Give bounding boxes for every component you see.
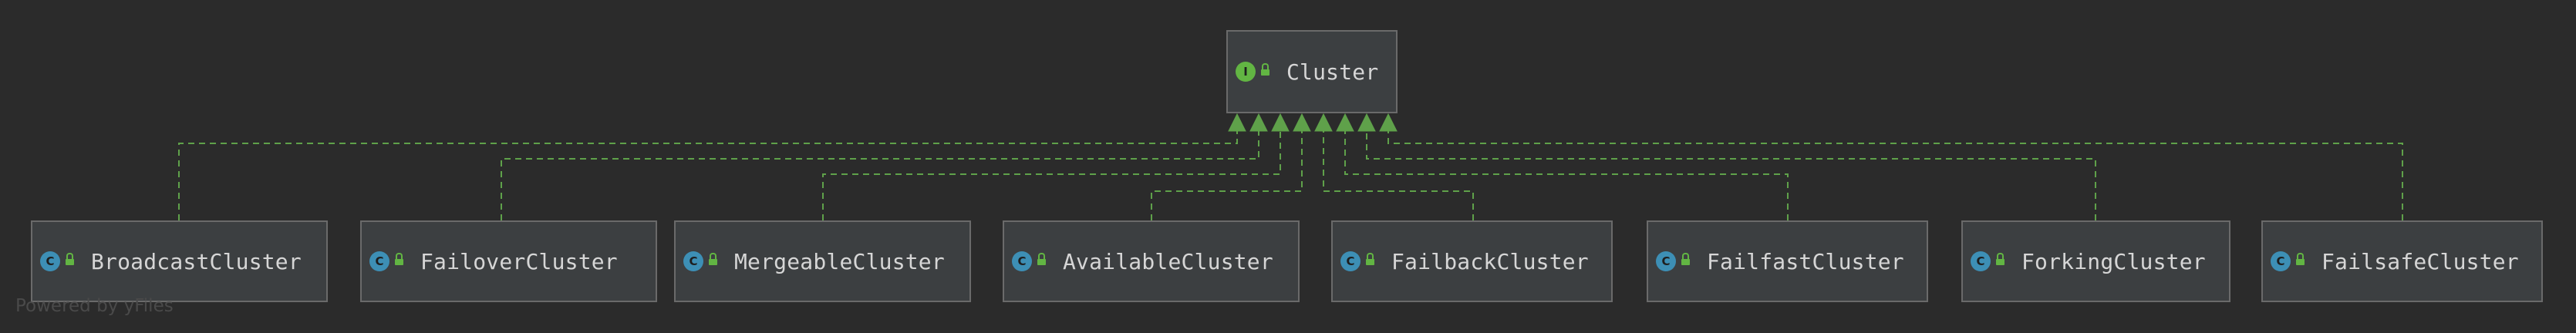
inheritance-edge xyxy=(1323,131,1474,220)
public-lock-icon xyxy=(66,253,74,265)
public-lock-icon xyxy=(709,253,717,265)
public-lock-icon xyxy=(395,253,403,265)
inheritance-edge xyxy=(1344,131,1789,220)
class-node[interactable]: C FailsafeCluster xyxy=(2261,220,2543,302)
implements-arrowhead xyxy=(1357,113,1376,132)
class-node[interactable]: C FailoverCluster xyxy=(360,220,657,302)
inheritance-edge xyxy=(501,131,1259,220)
node-label: MergeableCluster xyxy=(734,248,945,274)
inheritance-edge xyxy=(178,131,1238,220)
class-icon: C xyxy=(1656,251,1676,271)
public-lock-icon xyxy=(2296,253,2305,265)
node-label: ForkingCluster xyxy=(2021,248,2206,274)
node-label: BroadcastCluster xyxy=(91,248,302,274)
public-lock-icon xyxy=(1366,253,1374,265)
implements-arrowhead xyxy=(1336,113,1354,132)
public-lock-icon xyxy=(1037,253,1046,265)
class-node[interactable]: C AvailableCluster xyxy=(1003,220,1300,302)
class-node[interactable]: C MergeableCluster xyxy=(674,220,971,302)
implements-arrowhead xyxy=(1314,113,1333,132)
implements-arrowhead xyxy=(1379,113,1398,132)
class-icon: C xyxy=(2271,251,2291,271)
inheritance-edge xyxy=(1366,131,2096,220)
node-label: FailoverCluster xyxy=(420,248,618,274)
interface-icon: I xyxy=(1236,62,1256,82)
inheritance-edge xyxy=(822,131,1281,220)
public-lock-icon xyxy=(1681,253,1690,265)
node-label: Cluster xyxy=(1286,59,1379,85)
node-label: FailsafeCluster xyxy=(2321,248,2519,274)
class-node[interactable]: C ForkingCluster xyxy=(1961,220,2230,302)
class-icon: C xyxy=(1340,251,1360,271)
class-icon: C xyxy=(1012,251,1032,271)
implements-arrowhead xyxy=(1271,113,1290,132)
class-icon: C xyxy=(40,251,60,271)
watermark: Powered by yFiles xyxy=(15,296,174,316)
class-node[interactable]: C FailfastCluster xyxy=(1647,220,1928,302)
class-icon: C xyxy=(1971,251,1991,271)
class-node[interactable]: C BroadcastCluster xyxy=(31,220,328,302)
node-label: FailbackCluster xyxy=(1391,248,1589,274)
implements-arrowhead xyxy=(1249,113,1268,132)
public-lock-icon xyxy=(1996,253,2004,265)
class-icon: C xyxy=(683,251,703,271)
class-node[interactable]: C FailbackCluster xyxy=(1331,220,1613,302)
node-label: AvailableCluster xyxy=(1063,248,1273,274)
implements-arrowhead xyxy=(1293,113,1311,132)
inheritance-edge xyxy=(1151,131,1303,220)
interface-node-cluster[interactable]: I Cluster xyxy=(1226,30,1398,113)
class-icon: C xyxy=(369,251,389,271)
node-label: FailfastCluster xyxy=(1707,248,1904,274)
public-lock-icon xyxy=(1261,63,1269,76)
inheritance-edge xyxy=(1387,131,2403,220)
implements-arrowhead xyxy=(1228,113,1246,132)
